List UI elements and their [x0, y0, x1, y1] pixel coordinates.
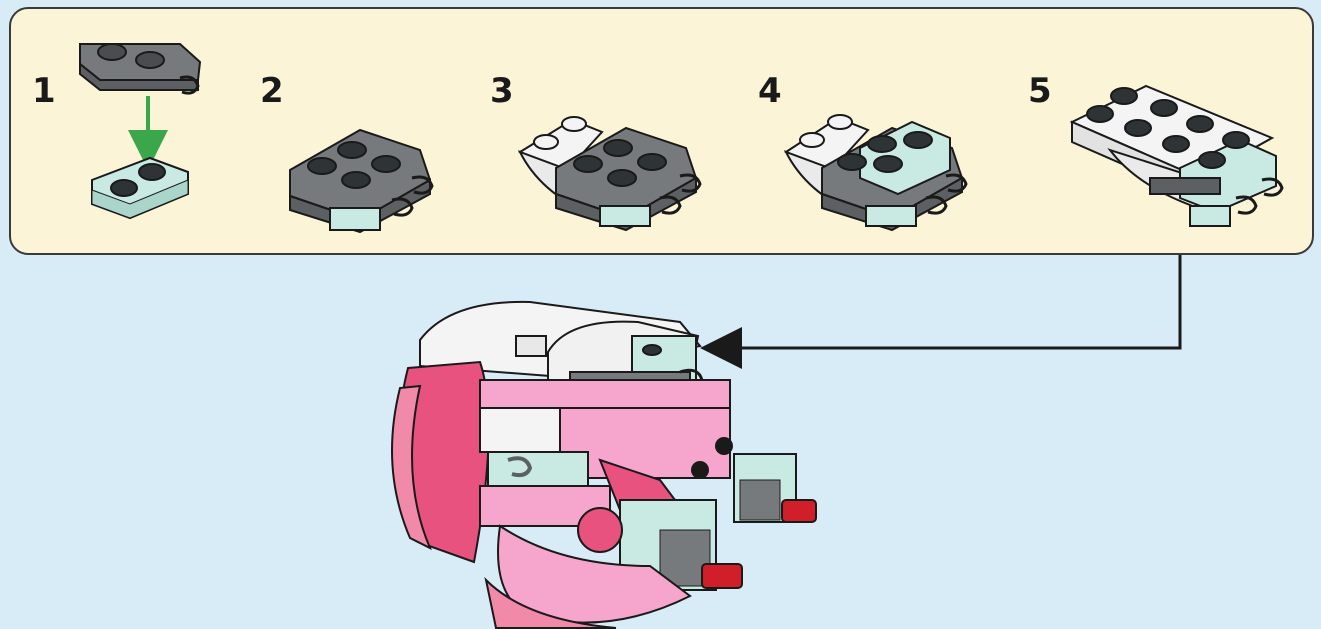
red-pin — [781, 499, 817, 523]
step-number: 5 — [1028, 71, 1052, 111]
step-number: 4 — [758, 71, 782, 111]
step-3-illustration — [517, 116, 702, 232]
main-model-illustration — [391, 300, 817, 629]
step-number: 1 — [32, 71, 56, 111]
step-number: 3 — [490, 71, 514, 111]
step-4-illustration — [783, 114, 968, 232]
step-number: 2 — [260, 71, 284, 111]
attach-arrow-icon — [700, 255, 1182, 369]
step-5-illustration — [1069, 84, 1284, 227]
step-2-illustration — [289, 128, 434, 234]
step-1-illustration — [79, 43, 202, 220]
red-pin — [701, 563, 743, 589]
